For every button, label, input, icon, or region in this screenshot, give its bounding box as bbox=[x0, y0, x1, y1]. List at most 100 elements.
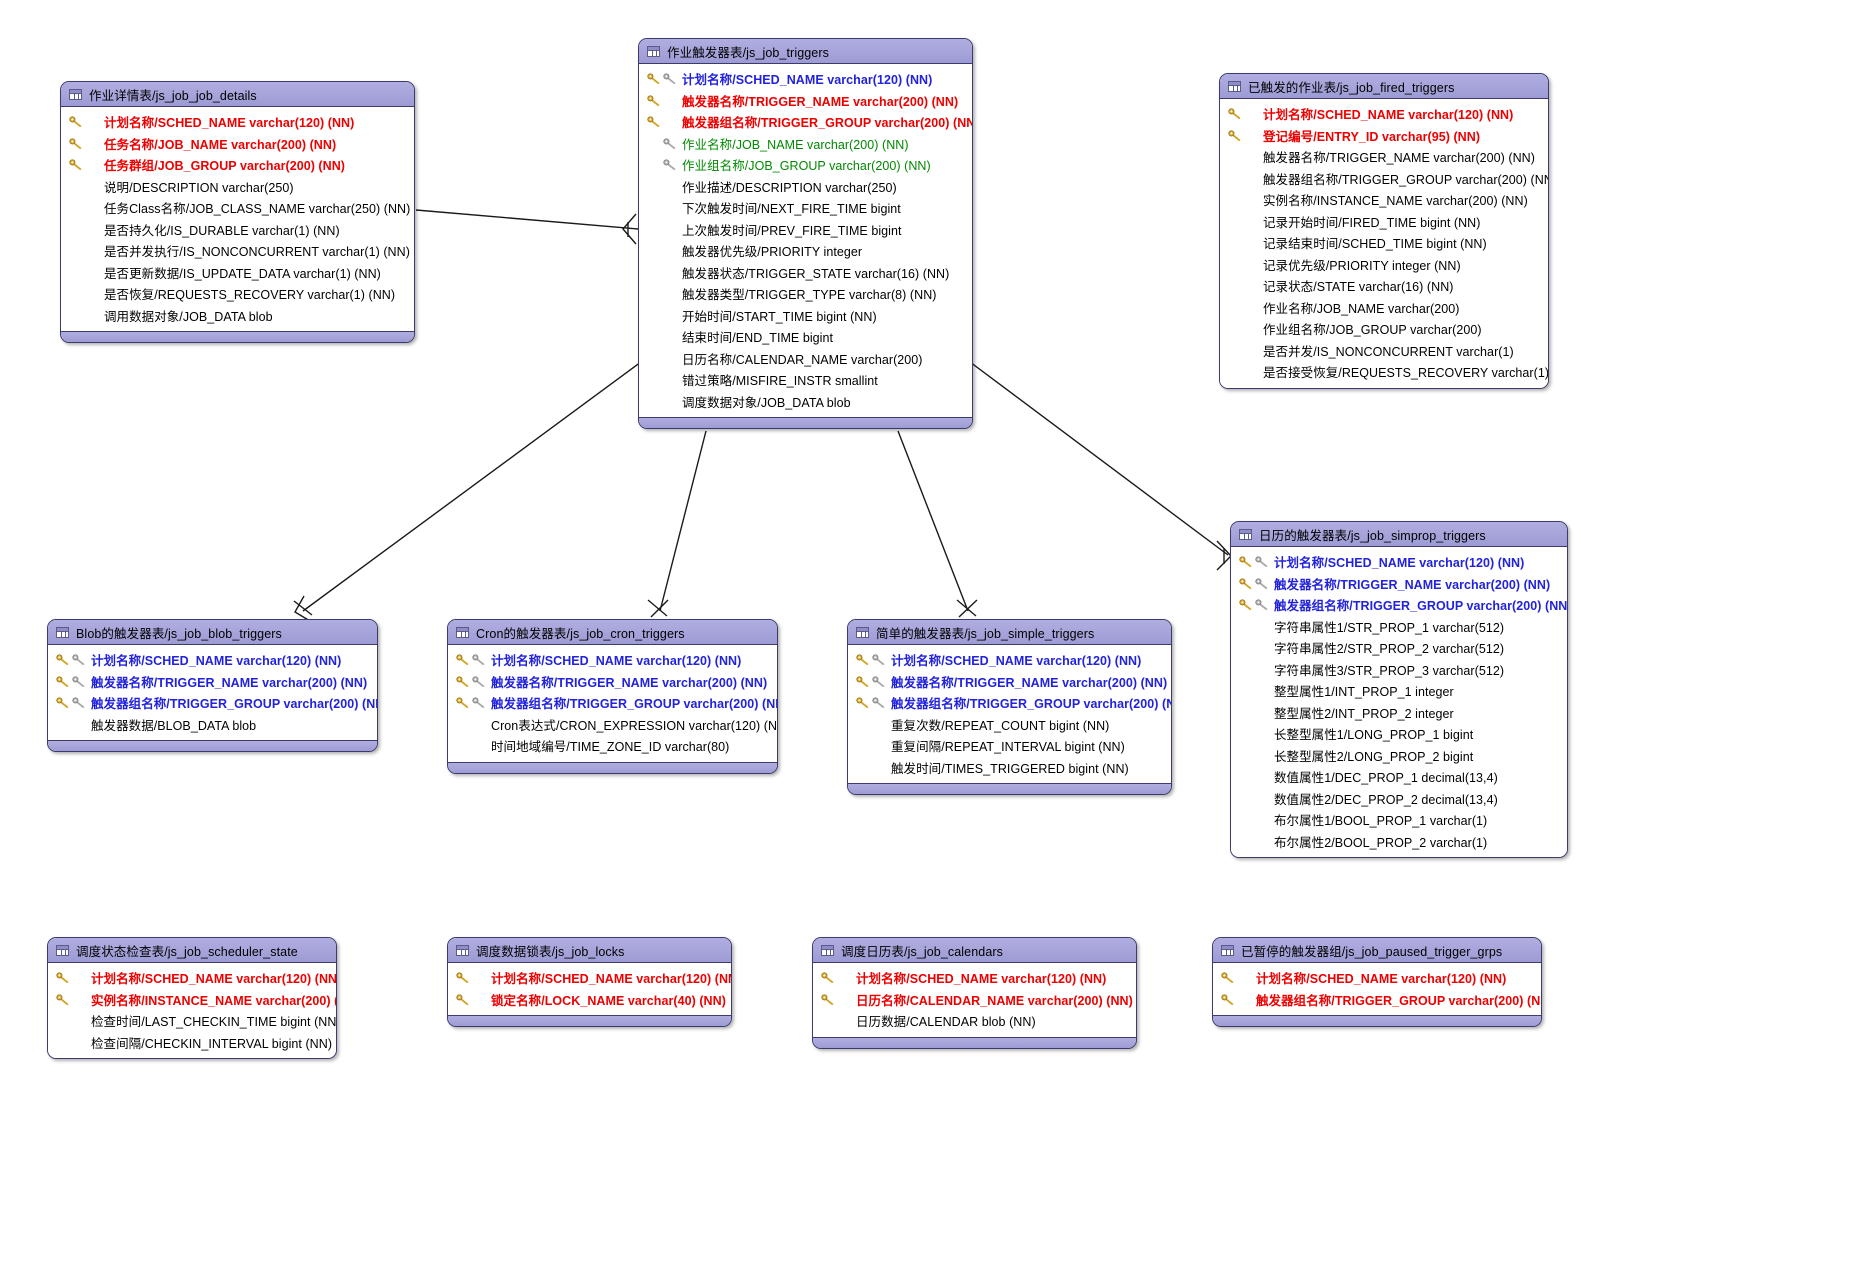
attribute-row[interactable]: 是否接受恢复/REQUESTS_RECOVERY varchar(1) bbox=[1226, 361, 1548, 383]
attribute-row[interactable]: 计划名称/SCHED_NAME varchar(120) (NN) bbox=[67, 111, 404, 133]
attribute-row[interactable]: 是否并发/IS_NONCONCURRENT varchar(1) bbox=[1226, 340, 1538, 362]
entity-header[interactable]: 调度日历表/js_job_calendars bbox=[813, 938, 1136, 963]
attribute-row[interactable]: 触发器组名称/TRIGGER_GROUP varchar(200) (NN) bbox=[454, 692, 777, 714]
attribute-row[interactable]: 实例名称/INSTANCE_NAME varchar(200) (NN) bbox=[1226, 189, 1538, 211]
attribute-row[interactable]: 计划名称/SCHED_NAME varchar(120) (NN) bbox=[54, 649, 367, 671]
attribute-row[interactable]: 触发器名称/TRIGGER_NAME varchar(200) (NN) bbox=[54, 671, 367, 693]
attribute-row[interactable]: 调度数据对象/JOB_DATA blob bbox=[645, 391, 962, 413]
attribute-row[interactable]: 时间地域编号/TIME_ZONE_ID varchar(80) bbox=[454, 735, 767, 757]
attribute-row[interactable]: 布尔属性1/BOOL_PROP_1 varchar(1) bbox=[1237, 809, 1557, 831]
attribute-row[interactable]: 整型属性1/INT_PROP_1 integer bbox=[1237, 680, 1557, 702]
entity-header[interactable]: Cron的触发器表/js_job_cron_triggers bbox=[448, 620, 777, 645]
attribute-row[interactable]: 记录状态/STATE varchar(16) (NN) bbox=[1226, 275, 1538, 297]
attribute-row[interactable]: 记录结束时间/SCHED_TIME bigint (NN) bbox=[1226, 232, 1538, 254]
attribute-row[interactable]: 触发时间/TIMES_TRIGGERED bigint (NN) bbox=[854, 757, 1161, 779]
attribute-row[interactable]: 实例名称/INSTANCE_NAME varchar(200) (NN) bbox=[54, 989, 336, 1011]
attribute-row[interactable]: 触发器组名称/TRIGGER_GROUP varchar(200) (NN) bbox=[1219, 989, 1541, 1011]
attribute-row[interactable]: 触发器组名称/TRIGGER_GROUP varchar(200) (NN) bbox=[54, 692, 377, 714]
attribute-row[interactable]: 作业名称/JOB_NAME varchar(200) bbox=[1226, 297, 1538, 319]
attribute-row[interactable]: 计划名称/SCHED_NAME varchar(120) (NN) bbox=[1237, 551, 1557, 573]
attribute-row[interactable]: 作业组名称/JOB_GROUP varchar(200) bbox=[1226, 318, 1538, 340]
attribute-row[interactable]: 错过策略/MISFIRE_INSTR smallint bbox=[645, 369, 962, 391]
attribute-row[interactable]: 触发器状态/TRIGGER_STATE varchar(16) (NN) bbox=[645, 262, 962, 284]
attribute-row[interactable]: 任务群组/JOB_GROUP varchar(200) (NN) bbox=[67, 154, 404, 176]
entity-job_details[interactable]: 作业详情表/js_job_job_details 计划名称/SCHED_NAME … bbox=[60, 81, 415, 343]
attribute-row[interactable]: 记录优先级/PRIORITY integer (NN) bbox=[1226, 254, 1538, 276]
attribute-row[interactable]: 调用数据对象/JOB_DATA blob bbox=[67, 305, 404, 327]
entity-simple_triggers[interactable]: 简单的触发器表/js_job_simple_triggers 计划名称/SCHED… bbox=[847, 619, 1172, 795]
entity-triggers[interactable]: 作业触发器表/js_job_triggers 计划名称/SCHED_NAME va… bbox=[638, 38, 973, 429]
entity-locks[interactable]: 调度数据锁表/js_job_locks 计划名称/SCHED_NAME varch… bbox=[447, 937, 732, 1027]
attribute-row[interactable]: 字符串属性2/STR_PROP_2 varchar(512) bbox=[1237, 637, 1557, 659]
attribute-row[interactable]: 计划名称/SCHED_NAME varchar(120) (NN) bbox=[54, 967, 336, 989]
attribute-row[interactable]: 作业描述/DESCRIPTION varchar(250) bbox=[645, 176, 962, 198]
entity-header[interactable]: 作业详情表/js_job_job_details bbox=[61, 82, 414, 107]
entity-header[interactable]: 简单的触发器表/js_job_simple_triggers bbox=[848, 620, 1171, 645]
attribute-row[interactable]: 长整型属性2/LONG_PROP_2 bigint bbox=[1237, 745, 1557, 767]
attribute-row[interactable]: 触发器组名称/TRIGGER_GROUP varchar(200) (NN) bbox=[854, 692, 1171, 714]
attribute-row[interactable]: 说明/DESCRIPTION varchar(250) bbox=[67, 176, 404, 198]
attribute-row[interactable]: 字符串属性1/STR_PROP_1 varchar(512) bbox=[1237, 616, 1557, 638]
entity-fired_triggers[interactable]: 已触发的作业表/js_job_fired_triggers 计划名称/SCHED_… bbox=[1219, 73, 1549, 389]
attribute-row[interactable]: 触发器名称/TRIGGER_NAME varchar(200) (NN) bbox=[454, 671, 767, 693]
entity-simprop_triggers[interactable]: 日历的触发器表/js_job_simprop_triggers 计划名称/SCHE… bbox=[1230, 521, 1568, 858]
attribute-row[interactable]: 上次触发时间/PREV_FIRE_TIME bigint bbox=[645, 219, 962, 241]
attribute-row[interactable]: 记录开始时间/FIRED_TIME bigint (NN) bbox=[1226, 211, 1538, 233]
entity-calendars[interactable]: 调度日历表/js_job_calendars 计划名称/SCHED_NAME va… bbox=[812, 937, 1137, 1049]
attribute-row[interactable]: 计划名称/SCHED_NAME varchar(120) (NN) bbox=[1219, 967, 1531, 989]
attribute-row[interactable]: 数值属性1/DEC_PROP_1 decimal(13,4) bbox=[1237, 766, 1557, 788]
attribute-row[interactable]: 是否并发执行/IS_NONCONCURRENT varchar(1) (NN) bbox=[67, 240, 410, 262]
entity-header[interactable]: 调度数据锁表/js_job_locks bbox=[448, 938, 731, 963]
entity-cron_triggers[interactable]: Cron的触发器表/js_job_cron_triggers 计划名称/SCHED… bbox=[447, 619, 778, 774]
attribute-row[interactable]: 登记编号/ENTRY_ID varchar(95) (NN) bbox=[1226, 125, 1538, 147]
attribute-row[interactable]: 计划名称/SCHED_NAME varchar(120) (NN) bbox=[1226, 103, 1538, 125]
attribute-row[interactable]: 日历数据/CALENDAR blob (NN) bbox=[819, 1010, 1126, 1032]
attribute-row[interactable]: 结束时间/END_TIME bigint bbox=[645, 326, 962, 348]
attribute-row[interactable]: 是否恢复/REQUESTS_RECOVERY varchar(1) (NN) bbox=[67, 283, 404, 305]
attribute-row[interactable]: 是否持久化/IS_DURABLE varchar(1) (NN) bbox=[67, 219, 404, 241]
attribute-row[interactable]: 触发器数据/BLOB_DATA blob bbox=[54, 714, 367, 736]
attribute-row[interactable]: 长整型属性1/LONG_PROP_1 bigint bbox=[1237, 723, 1557, 745]
attribute-row[interactable]: 触发器组名称/TRIGGER_GROUP varchar(200) (NN) bbox=[1237, 594, 1567, 616]
attribute-row[interactable]: 计划名称/SCHED_NAME varchar(120) (NN) bbox=[645, 68, 962, 90]
attribute-row[interactable]: 数值属性2/DEC_PROP_2 decimal(13,4) bbox=[1237, 788, 1557, 810]
attribute-row[interactable]: 触发器优先级/PRIORITY integer bbox=[645, 240, 962, 262]
attribute-row[interactable]: 计划名称/SCHED_NAME varchar(120) (NN) bbox=[454, 967, 731, 989]
attribute-row[interactable]: 计划名称/SCHED_NAME varchar(120) (NN) bbox=[454, 649, 767, 671]
attribute-row[interactable]: 触发器名称/TRIGGER_NAME varchar(200) (NN) bbox=[1226, 146, 1538, 168]
attribute-row[interactable]: 触发器类型/TRIGGER_TYPE varchar(8) (NN) bbox=[645, 283, 962, 305]
entity-scheduler_state[interactable]: 调度状态检查表/js_job_scheduler_state 计划名称/SCHED… bbox=[47, 937, 337, 1059]
attribute-row[interactable]: 重复间隔/REPEAT_INTERVAL bigint (NN) bbox=[854, 735, 1161, 757]
attribute-row[interactable]: 重复次数/REPEAT_COUNT bigint (NN) bbox=[854, 714, 1161, 736]
entity-header[interactable]: 已触发的作业表/js_job_fired_triggers bbox=[1220, 74, 1548, 99]
attribute-row[interactable]: 整型属性2/INT_PROP_2 integer bbox=[1237, 702, 1557, 724]
attribute-row[interactable]: 是否更新数据/IS_UPDATE_DATA varchar(1) (NN) bbox=[67, 262, 404, 284]
attribute-row[interactable]: 计划名称/SCHED_NAME varchar(120) (NN) bbox=[854, 649, 1161, 671]
attribute-row[interactable]: 计划名称/SCHED_NAME varchar(120) (NN) bbox=[819, 967, 1126, 989]
entity-header[interactable]: 作业触发器表/js_job_triggers bbox=[639, 39, 972, 64]
entity-paused_trigger_grps[interactable]: 已暂停的触发器组/js_job_paused_trigger_grps 计划名称/… bbox=[1212, 937, 1542, 1027]
attribute-row[interactable]: 开始时间/START_TIME bigint (NN) bbox=[645, 305, 962, 327]
attribute-row[interactable]: 锁定名称/LOCK_NAME varchar(40) (NN) bbox=[454, 989, 726, 1011]
attribute-row[interactable]: 触发器名称/TRIGGER_NAME varchar(200) (NN) bbox=[1237, 573, 1557, 595]
entity-header[interactable]: Blob的触发器表/js_job_blob_triggers bbox=[48, 620, 377, 645]
attribute-row[interactable]: 检查时间/LAST_CHECKIN_TIME bigint (NN) bbox=[54, 1010, 336, 1032]
attribute-row[interactable]: 触发器名称/TRIGGER_NAME varchar(200) (NN) bbox=[854, 671, 1167, 693]
attribute-row[interactable]: Cron表达式/CRON_EXPRESSION varchar(120) (NN… bbox=[454, 714, 777, 736]
attribute-row[interactable]: 检查间隔/CHECKIN_INTERVAL bigint (NN) bbox=[54, 1032, 332, 1054]
entity-header[interactable]: 已暂停的触发器组/js_job_paused_trigger_grps bbox=[1213, 938, 1541, 963]
attribute-row[interactable]: 布尔属性2/BOOL_PROP_2 varchar(1) bbox=[1237, 831, 1557, 853]
attribute-row[interactable]: 作业名称/JOB_NAME varchar(200) (NN) bbox=[645, 133, 962, 155]
attribute-row[interactable]: 触发器组名称/TRIGGER_GROUP varchar(200) (NN) bbox=[645, 111, 972, 133]
attribute-row[interactable]: 触发器组名称/TRIGGER_GROUP varchar(200) (NN) bbox=[1226, 168, 1548, 190]
attribute-row[interactable]: 任务Class名称/JOB_CLASS_NAME varchar(250) (N… bbox=[67, 197, 410, 219]
attribute-row[interactable]: 下次触发时间/NEXT_FIRE_TIME bigint bbox=[645, 197, 962, 219]
attribute-row[interactable]: 作业组名称/JOB_GROUP varchar(200) (NN) bbox=[645, 154, 962, 176]
attribute-row[interactable]: 触发器名称/TRIGGER_NAME varchar(200) (NN) bbox=[645, 90, 962, 112]
entity-header[interactable]: 日历的触发器表/js_job_simprop_triggers bbox=[1231, 522, 1567, 547]
attribute-row[interactable]: 任务名称/JOB_NAME varchar(200) (NN) bbox=[67, 133, 404, 155]
entity-header[interactable]: 调度状态检查表/js_job_scheduler_state bbox=[48, 938, 336, 963]
attribute-row[interactable]: 日历名称/CALENDAR_NAME varchar(200) bbox=[645, 348, 962, 370]
entity-blob_triggers[interactable]: Blob的触发器表/js_job_blob_triggers 计划名称/SCHED… bbox=[47, 619, 378, 752]
attribute-row[interactable]: 字符串属性3/STR_PROP_3 varchar(512) bbox=[1237, 659, 1557, 681]
